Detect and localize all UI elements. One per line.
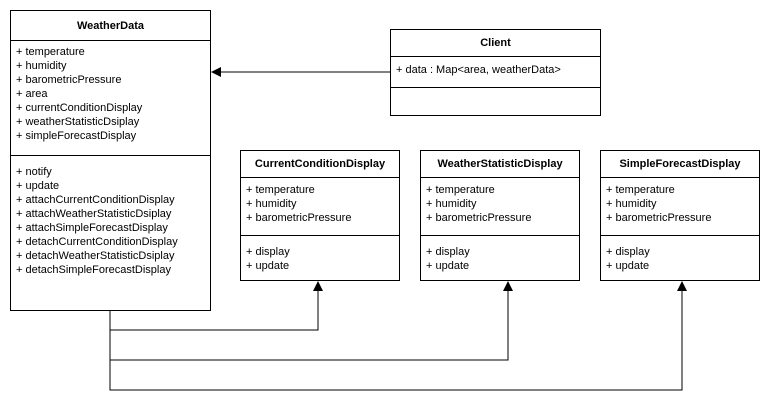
attribute: + weatherStatisticDsiplay <box>16 116 140 128</box>
attribute: + simpleForecastDisplay <box>16 130 137 142</box>
class-simpleforecastdisplay-methods: + display + update <box>601 236 759 273</box>
weatherdata-to-currentconditiondisplay-arrow <box>109 281 323 331</box>
class-weatherdata-attributes: + temperature + humidity + barometricPre… <box>11 41 210 156</box>
method: + display <box>606 246 650 258</box>
attribute: + humidity <box>426 198 477 210</box>
attribute: + barometricPressure <box>606 212 712 224</box>
attribute: + temperature <box>246 184 315 196</box>
attribute: + humidity <box>606 198 657 210</box>
attribute: + area <box>16 88 48 100</box>
class-client[interactable]: Client + data : Map<area, weatherData> <box>390 29 601 116</box>
class-weatherstatisticdisplay-methods: + display + update <box>421 236 579 273</box>
method: + detachWeatherStatisticDsiplay <box>16 250 175 262</box>
class-currentconditiondisplay[interactable]: CurrentConditionDisplay + temperature + … <box>240 150 400 281</box>
attribute: + barometricPressure <box>246 212 352 224</box>
method: + update <box>426 260 470 272</box>
class-weatherstatisticdisplay-attributes: + temperature + humidity + barometricPre… <box>421 178 579 236</box>
attribute: + temperature <box>606 184 675 196</box>
class-weatherstatisticdisplay[interactable]: WeatherStatisticDisplay + temperature + … <box>420 150 580 281</box>
method: + notify <box>16 166 52 178</box>
class-simpleforecastdisplay-attributes: + temperature + humidity + barometricPre… <box>601 178 759 236</box>
attribute: + temperature <box>16 46 85 58</box>
method: + display <box>246 246 290 258</box>
class-client-methods <box>391 88 600 92</box>
class-client-name: Client <box>391 30 600 57</box>
attribute: + humidity <box>16 60 67 72</box>
class-currentconditiondisplay-methods: + display + update <box>241 236 399 273</box>
class-simpleforecastdisplay-name: SimpleForecastDisplay <box>601 151 759 178</box>
class-weatherstatisticdisplay-name: WeatherStatisticDisplay <box>421 151 579 178</box>
class-simpleforecastdisplay[interactable]: SimpleForecastDisplay + temperature + hu… <box>600 150 760 281</box>
attribute: + barometricPressure <box>426 212 532 224</box>
class-currentconditiondisplay-attributes: + temperature + humidity + barometricPre… <box>241 178 399 236</box>
method: + detachCurrentConditionDisplay <box>16 236 178 248</box>
method: + attachCurrentConditionDisplay <box>16 194 175 206</box>
method: + display <box>426 246 470 258</box>
class-weatherdata[interactable]: WeatherData + temperature + humidity + b… <box>10 10 211 311</box>
attribute: + currentConditionDisplay <box>16 102 143 114</box>
weatherdata-to-simpleforecastdisplay-arrow <box>109 281 687 391</box>
class-weatherdata-methods: + notify + update + attachCurrentConditi… <box>11 156 210 277</box>
attribute: + temperature <box>426 184 495 196</box>
method: + update <box>606 260 650 272</box>
weatherdata-to-weatherstatisticdisplay-arrow <box>109 281 513 361</box>
method: + detachSimpleForecastDisplay <box>16 264 171 276</box>
method: + update <box>246 260 290 272</box>
class-currentconditiondisplay-name: CurrentConditionDisplay <box>241 151 399 178</box>
method: + attachWeatherStatisticDsiplay <box>16 208 172 220</box>
method: + attachSimpleForecastDisplay <box>16 222 168 234</box>
class-client-attributes: + data : Map<area, weatherData> <box>391 57 600 88</box>
method: + update <box>16 180 60 192</box>
attribute: + humidity <box>246 198 297 210</box>
attribute: + barometricPressure <box>16 74 122 86</box>
attribute: + data : Map<area, weatherData> <box>396 64 561 76</box>
class-weatherdata-name: WeatherData <box>11 11 210 41</box>
